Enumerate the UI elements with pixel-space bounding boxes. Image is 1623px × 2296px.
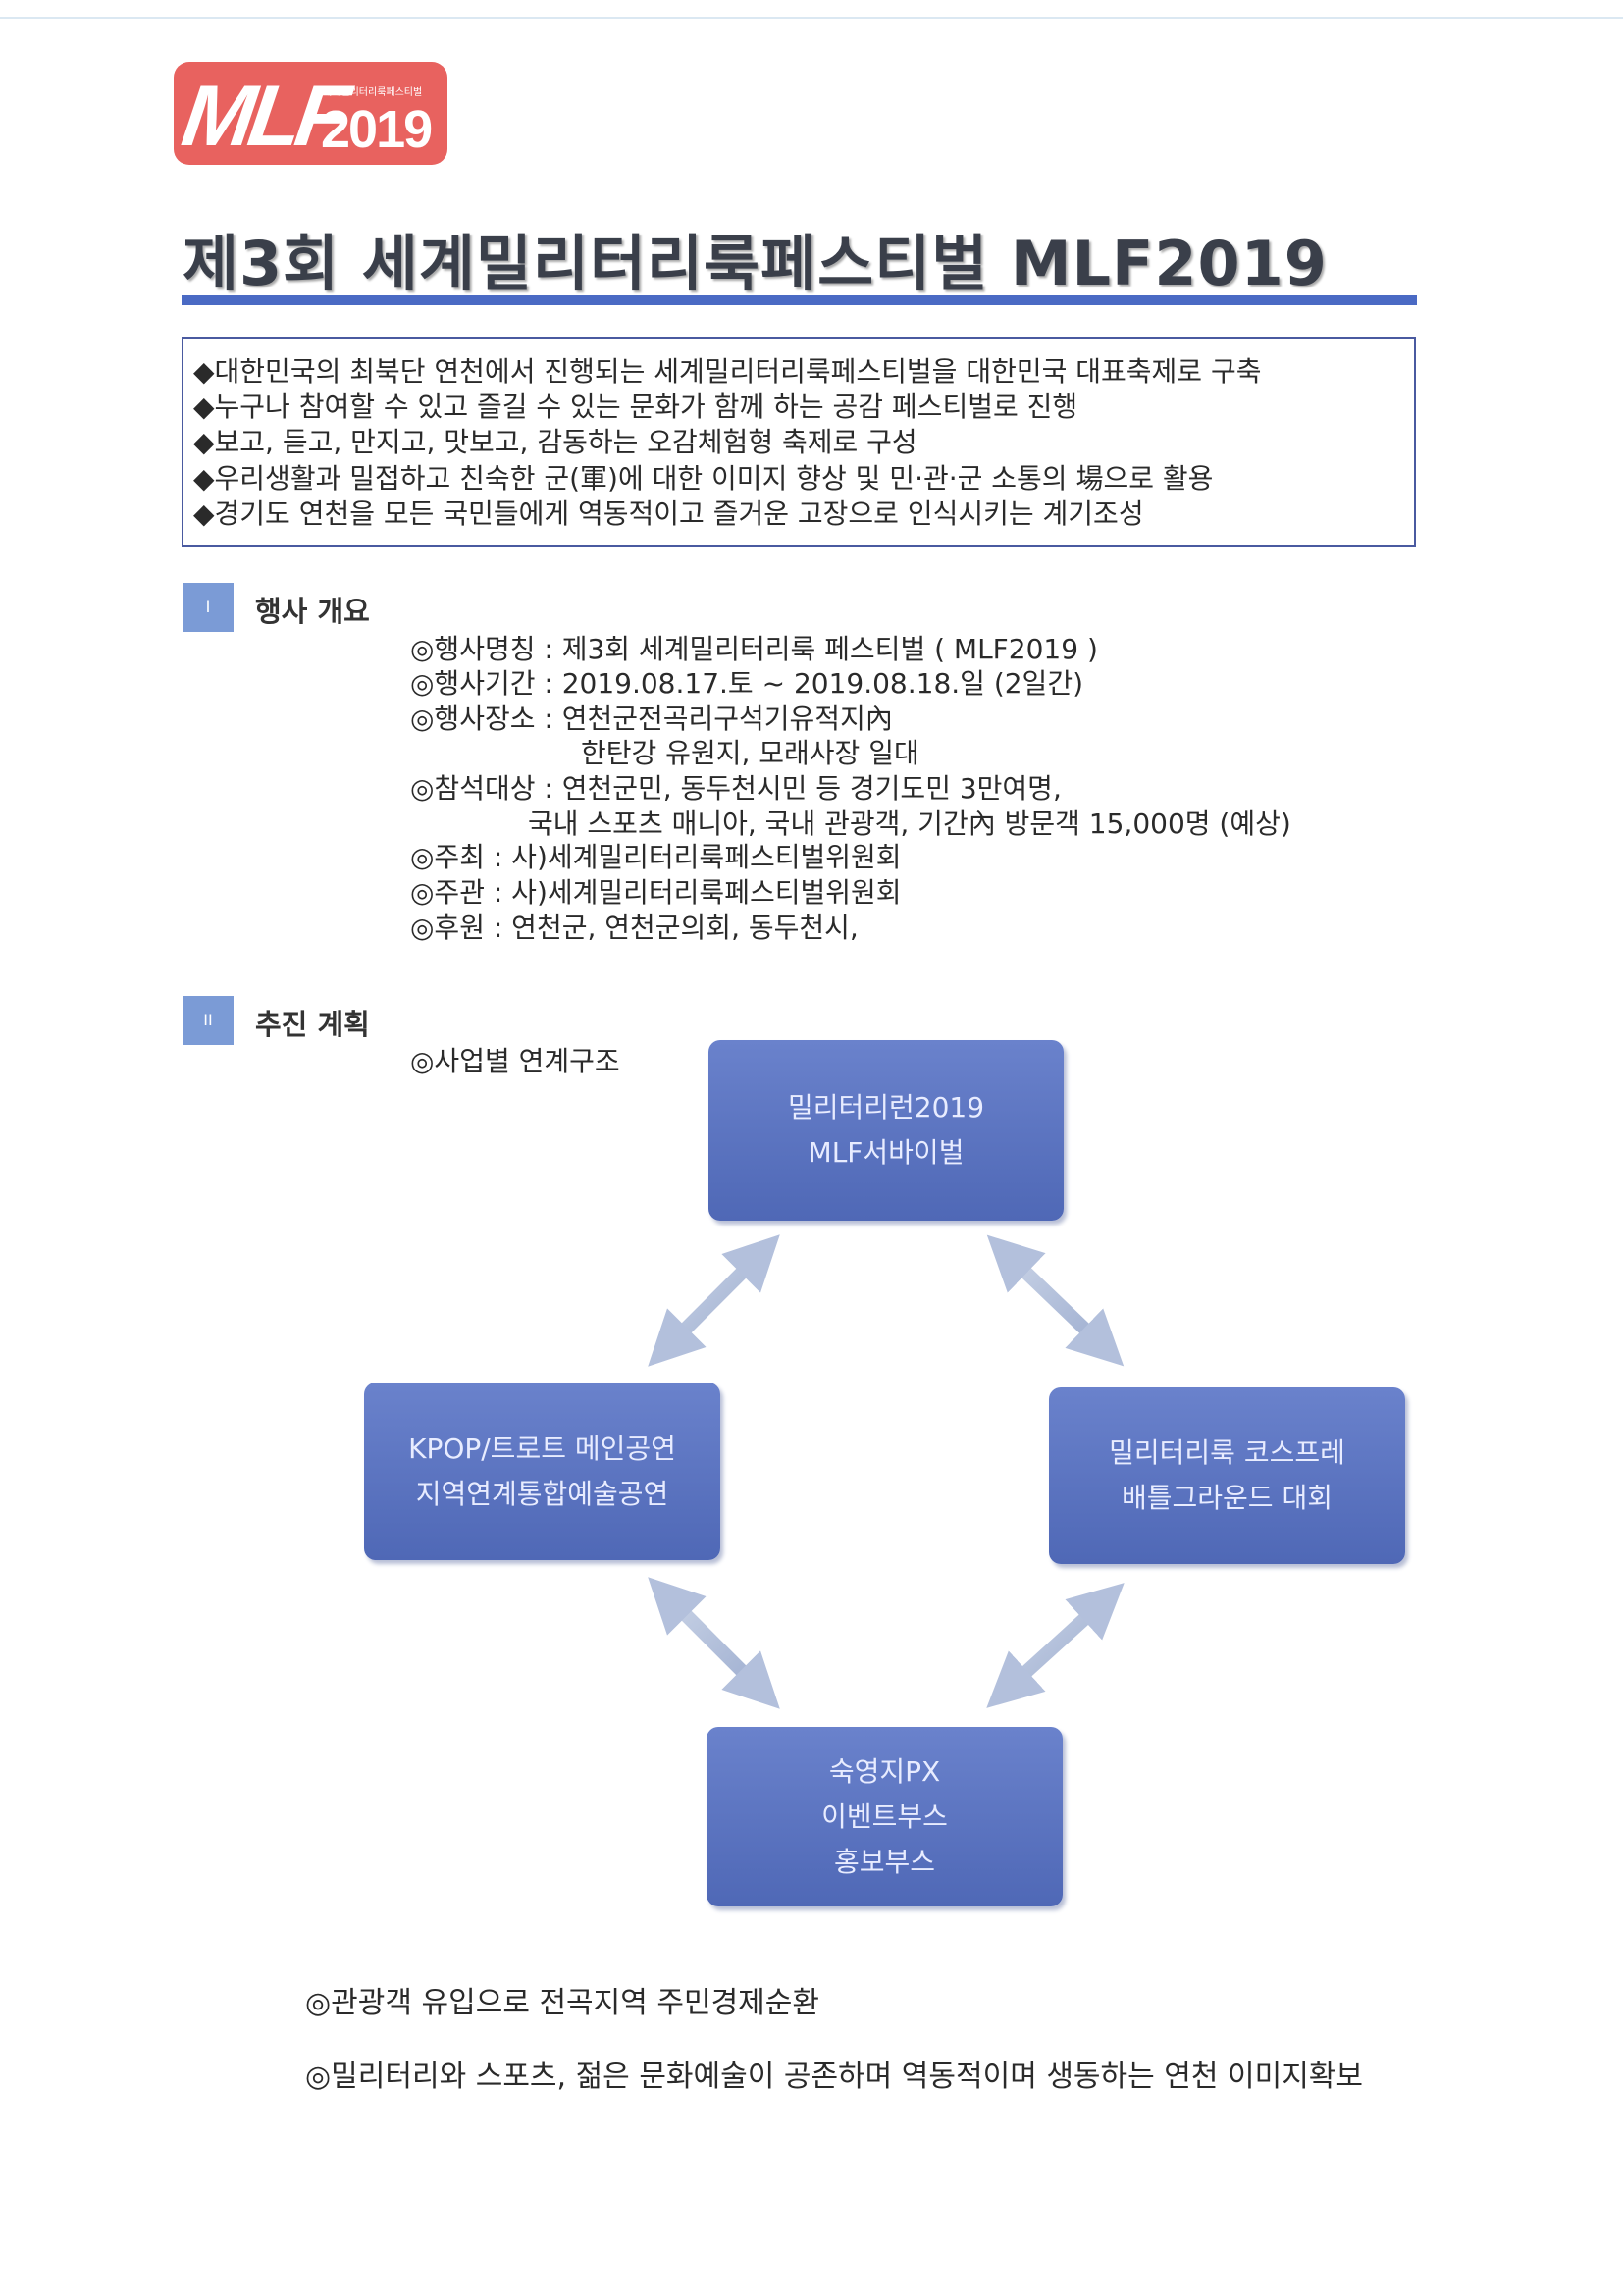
overview-line: ◎행사장소 : 연천군전곡리구석기유적지內 [410, 703, 893, 735]
title-underline [182, 295, 1417, 305]
node-text: 배틀그라운드 대회 [1122, 1482, 1333, 1514]
double-arrow-icon [986, 1234, 1125, 1367]
summary-bullet: ◆우리생활과 밀접하고 친숙한 군(軍)에 대한 이미지 향상 및 민·관·군 … [193, 462, 1214, 495]
logo-year: 2019 [321, 100, 433, 159]
double-arrow-icon [986, 1583, 1125, 1708]
summary-bullet: ◆누구나 참여할 수 있고 즐길 수 있는 문화가 함께 하는 공감 페스티벌로… [193, 391, 1078, 423]
summary-bullet: ◆보고, 듣고, 만지고, 맛보고, 감동하는 오감체험형 축제로 구성 [193, 426, 917, 458]
node-text: MLF서바이벌 [808, 1136, 965, 1169]
node-camp-px: 숙영지PX 이벤트부스 홍보부스 [707, 1727, 1063, 1906]
overview-line: ◎참석대상 : 연천군민, 동두천시민 등 경기도민 3만여명, [410, 772, 1062, 805]
logo-subtitle: 세계밀리터리룩페스티벌 [323, 87, 423, 98]
overview-line: ◎행사명칭 : 제3회 세계밀리터리룩 페스티벌 ( MLF2019 ) [410, 633, 1098, 665]
page-title: 제3회 세계밀리터리룩페스티벌 MLF2019 [183, 228, 1328, 299]
node-text: 밀리터리런2019 [787, 1091, 985, 1123]
section-number-badge: I [183, 583, 234, 632]
double-arrow-icon [648, 1577, 780, 1709]
summary-bullet: ◆경기도 연천을 모든 국민들에게 역동적이고 즐거운 고장으로 인식시키는 계… [193, 497, 1144, 530]
section-number-badge: II [183, 996, 234, 1045]
overview-line: 국내 스포츠 매니아, 국내 관광객, 기간內 방문객 15,000명 (예상) [528, 808, 1291, 840]
overview-line: 한탄강 유원지, 모래사장 일대 [581, 737, 919, 769]
overview-line: ◎주최 : 사)세계밀리터리룩페스티벌위원회 [410, 841, 902, 873]
section-heading: 추진 계획 [255, 1008, 370, 1041]
summary-box: ◆대한민국의 최북단 연천에서 진행되는 세계밀리터리룩페스티벌을 대한민국 대… [182, 337, 1416, 547]
summary-bullet: ◆대한민국의 최북단 연천에서 진행되는 세계밀리터리룩페스티벌을 대한민국 대… [193, 355, 1262, 388]
node-main-concert: KPOP/트로트 메인공연 지역연계통합예술공연 [364, 1383, 720, 1560]
top-rule [0, 17, 1623, 19]
node-text: 밀리터리룩 코스프레 [1109, 1436, 1345, 1469]
node-military-run: 밀리터리런2019 MLF서바이벌 [708, 1040, 1064, 1221]
overview-line: ◎주관 : 사)세계밀리터리룩페스티벌위원회 [410, 876, 902, 909]
node-text: 홍보부스 [833, 1845, 936, 1878]
structure-label: ◎사업별 연계구조 [410, 1045, 620, 1077]
overview-line: ◎행사기간 : 2019.08.17.토 ~ 2019.08.18.일 (2일간… [410, 667, 1084, 700]
double-arrow-icon [648, 1234, 780, 1367]
overview-line: ◎후원 : 연천군, 연천군의회, 동두천시, [410, 912, 859, 944]
node-text: 숙영지PX [828, 1754, 941, 1788]
section-heading: 행사 개요 [255, 595, 370, 628]
mlf-logo: MLF 세계밀리터리룩페스티벌 2019 [174, 62, 447, 165]
node-cosplay: 밀리터리룩 코스프레 배틀그라운드 대회 [1049, 1387, 1405, 1564]
node-text: 지역연계통합예술공연 [415, 1477, 669, 1510]
node-text: 이벤트부스 [821, 1800, 948, 1833]
outcome-line: ◎밀리터리와 스포츠, 젊은 문화예술이 공존하며 역동적이며 생동하는 연천 … [305, 2060, 1364, 2094]
outcome-line: ◎관광객 유입으로 전곡지역 주민경제순환 [305, 1986, 819, 2020]
node-text: KPOP/트로트 메인공연 [408, 1432, 676, 1465]
